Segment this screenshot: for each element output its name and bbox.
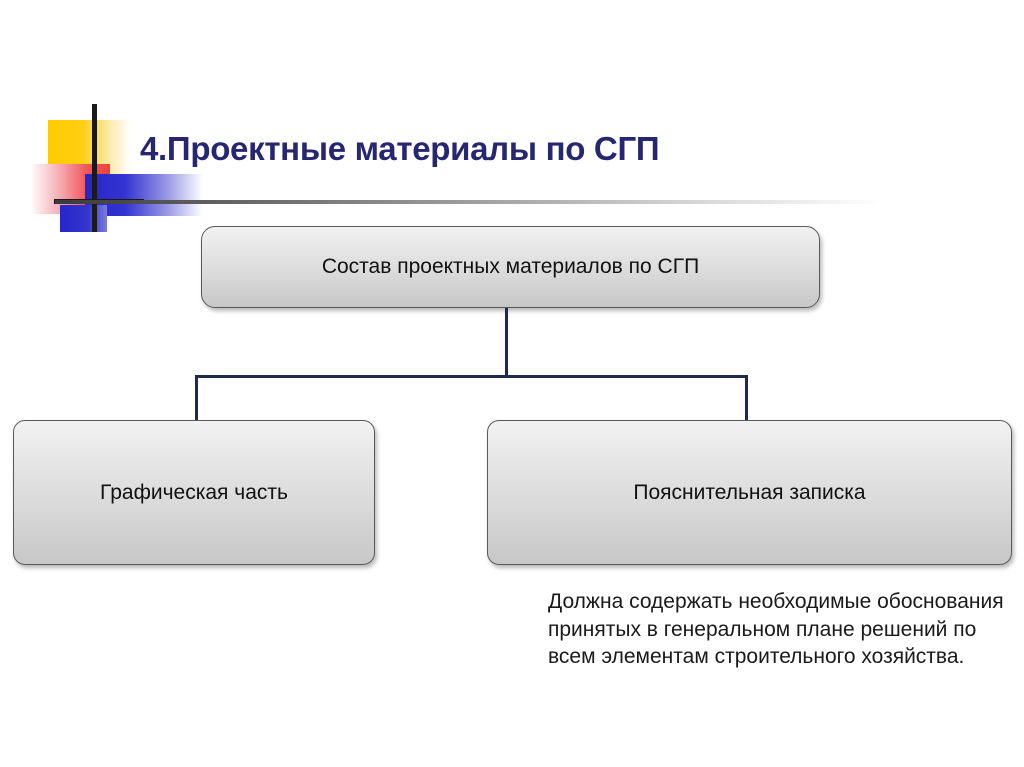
blue-small-square-icon: [60, 205, 107, 232]
diagram-node-graphic-part-label: Графическая часть: [100, 480, 288, 504]
page-title: 4.Проектные материалы по СГП: [140, 130, 660, 167]
vertical-rule-icon: [92, 104, 97, 232]
connector-horizontal-bar: [195, 375, 748, 378]
connector-drop-left: [195, 375, 198, 421]
diagram-node-explanatory-note[interactable]: Пояснительная записка: [487, 420, 1012, 565]
diagram-node-root[interactable]: Состав проектных материалов по СГП: [201, 226, 820, 308]
diagram-node-explanatory-note-label: Пояснительная записка: [633, 480, 866, 504]
connector-root-stem: [505, 308, 508, 377]
diagram-node-root-label: Состав проектных материалов по СГП: [321, 255, 700, 279]
diagram-node-graphic-part[interactable]: Графическая часть: [13, 420, 375, 565]
title-underline-divider: [55, 200, 885, 204]
connector-drop-right: [745, 375, 748, 421]
explanatory-note-description: Должна содержать необходимые обоснования…: [548, 590, 1004, 669]
